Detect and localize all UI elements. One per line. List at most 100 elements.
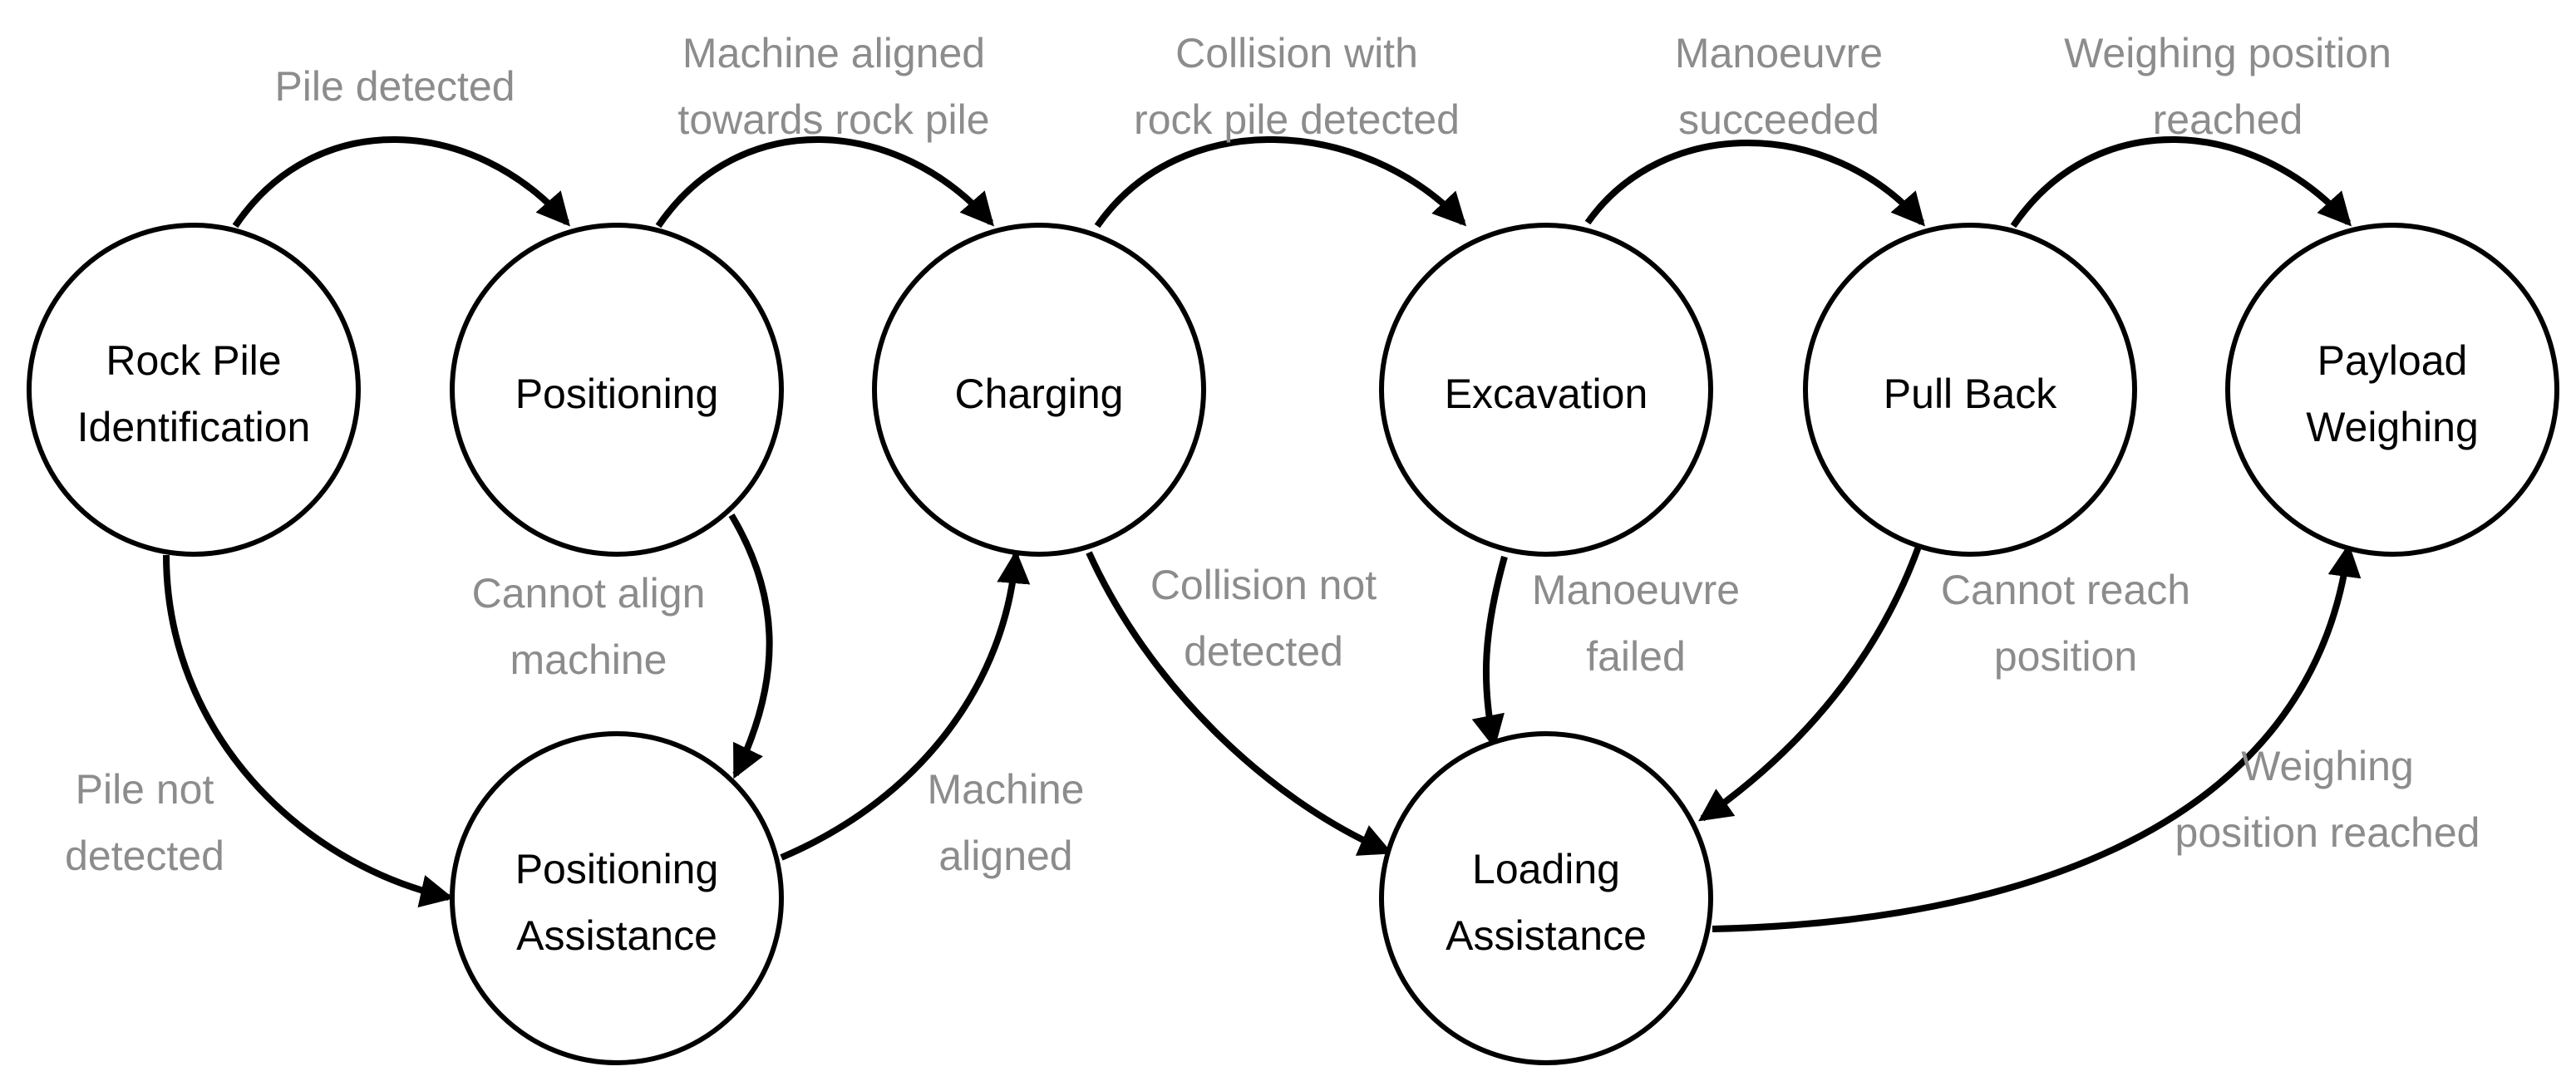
transition-label: Cannot reach: [1941, 567, 2190, 613]
transition-label: Pile not: [76, 766, 214, 813]
transition-label: towards rock pile: [677, 96, 989, 143]
svg-text:Machine: Machine: [928, 766, 1085, 813]
label-weighing-position-reached-bottom: Weighing position reached: [2175, 743, 2480, 856]
svg-text:towards rock pile: towards rock pile: [677, 96, 989, 143]
svg-text:Assistance: Assistance: [516, 912, 717, 959]
transition-label: reached: [2153, 96, 2303, 143]
transition-label: Pile detected: [274, 63, 515, 110]
svg-text:Loading: Loading: [1472, 846, 1620, 892]
state-label: Loading: [1472, 846, 1620, 892]
svg-text:succeeded: succeeded: [1678, 96, 1879, 143]
edge-weighing-position-reached-bottom: [1712, 543, 2362, 932]
svg-text:Cannot reach: Cannot reach: [1941, 567, 2190, 613]
transition-label: Machine: [928, 766, 1085, 813]
edge-pile-detected: [232, 136, 570, 229]
state-label: Charging: [955, 371, 1124, 417]
transition-label: Manoeuvre: [1675, 30, 1883, 76]
edge-manoeuvre-succeeded: [1584, 140, 1925, 227]
svg-text:Weighing: Weighing: [2306, 404, 2479, 450]
state-label: Positioning: [515, 371, 719, 417]
label-manoeuvre-succeeded: Manoeuvre succeeded: [1675, 30, 1883, 143]
label-cannot-reach-position: Cannot reach position: [1941, 567, 2190, 680]
transition-label: Manoeuvre: [1532, 567, 1740, 613]
transition-label: position: [1994, 633, 2137, 680]
edge-manoeuvre-failed: [1471, 555, 1508, 749]
svg-text:Cannot align: Cannot align: [472, 570, 706, 617]
label-collision-not-detected: Collision not detected: [1150, 562, 1377, 675]
state-positioning-assistance: Positioning Assistance: [450, 731, 784, 1065]
svg-text:failed: failed: [1586, 633, 1686, 680]
transition-label: position reached: [2175, 809, 2480, 856]
svg-text:Charging: Charging: [955, 371, 1124, 417]
state-loading-assistance: Loading Assistance: [1379, 731, 1713, 1065]
label-cannot-align-machine: Cannot align machine: [472, 570, 706, 683]
transition-label: machine: [510, 636, 667, 683]
state-label: Identification: [77, 404, 311, 450]
transition-label: Weighing: [2241, 743, 2414, 789]
edge-weighing-position-reached-top: [2010, 136, 2352, 229]
state-rock-pile-identification: Rock Pile Identification: [27, 223, 361, 557]
svg-text:machine: machine: [510, 636, 667, 683]
svg-text:Assistance: Assistance: [1446, 912, 1647, 959]
edge-collision-not-detected: [1086, 551, 1393, 856]
transition-label: succeeded: [1678, 96, 1879, 143]
svg-text:reached: reached: [2153, 96, 2303, 143]
transition-label: detected: [1184, 628, 1343, 675]
transition-label: Weighing position: [2064, 30, 2391, 76]
state-positioning: Positioning: [450, 223, 784, 557]
state-label: Excavation: [1445, 371, 1648, 417]
state-label: Weighing: [2306, 404, 2479, 450]
state-label: Positioning: [515, 846, 719, 892]
label-machine-aligned-towards-rock-pile: Machine aligned towards rock pile: [677, 30, 989, 143]
svg-text:Collision with: Collision with: [1175, 30, 1418, 76]
transition-label: rock pile detected: [1134, 96, 1460, 143]
svg-text:Weighing position: Weighing position: [2064, 30, 2391, 76]
transition-label: failed: [1586, 633, 1686, 680]
svg-text:Excavation: Excavation: [1445, 371, 1648, 417]
label-pile-detected: Pile detected: [274, 63, 515, 110]
svg-text:Positioning: Positioning: [515, 846, 719, 892]
svg-text:position reached: position reached: [2175, 809, 2480, 856]
transition-label: detected: [65, 833, 224, 879]
svg-text:Pile not: Pile not: [76, 766, 214, 813]
svg-text:Weighing: Weighing: [2241, 743, 2414, 789]
svg-text:Pull Back: Pull Back: [1884, 371, 2057, 417]
state-label: Assistance: [1446, 912, 1647, 959]
edge-cannot-align-machine: [728, 513, 773, 779]
svg-text:Payload: Payload: [2317, 337, 2468, 384]
label-machine-aligned: Machine aligned: [928, 766, 1085, 879]
label-pile-not-detected: Pile not detected: [65, 766, 224, 879]
svg-text:Collision not: Collision not: [1150, 562, 1377, 608]
edge-collision-with-rock-pile-detected: [1094, 136, 1467, 229]
svg-text:rock pile detected: rock pile detected: [1134, 96, 1460, 143]
svg-text:aligned: aligned: [938, 833, 1072, 879]
state-payload-weighing: Payload Weighing: [2225, 223, 2559, 557]
transition-label: Collision not: [1150, 562, 1377, 608]
state-label: Pull Back: [1884, 371, 2057, 417]
svg-text:Rock Pile: Rock Pile: [106, 337, 281, 384]
state-excavation: Excavation: [1379, 223, 1713, 557]
edge-pile-not-detected: [163, 554, 454, 908]
svg-text:position: position: [1994, 633, 2137, 680]
svg-text:Identification: Identification: [77, 404, 311, 450]
edge-cannot-reach-position: [1698, 545, 1922, 822]
transition-label: Cannot align: [472, 570, 706, 617]
svg-text:Machine aligned: Machine aligned: [682, 30, 985, 76]
svg-text:Pile detected: Pile detected: [274, 63, 515, 110]
label-manoeuvre-failed: Manoeuvre failed: [1532, 567, 1740, 680]
label-weighing-position-reached-top: Weighing position reached: [2064, 30, 2391, 143]
state-label: Payload: [2317, 337, 2468, 384]
transition-label: Machine aligned: [682, 30, 985, 76]
svg-text:detected: detected: [1184, 628, 1343, 675]
state-charging: Charging: [872, 223, 1206, 557]
label-collision-with-rock-pile-detected: Collision with rock pile detected: [1134, 30, 1460, 143]
svg-text:Positioning: Positioning: [515, 371, 719, 417]
transition-label: aligned: [938, 833, 1072, 879]
edge-machine-aligned-towards-rock-pile: [655, 136, 994, 229]
edge-machine-aligned: [780, 550, 1031, 861]
transition-label: Collision with: [1175, 30, 1418, 76]
svg-text:Manoeuvre: Manoeuvre: [1675, 30, 1883, 76]
state-label: Rock Pile: [106, 337, 281, 384]
svg-text:detected: detected: [65, 833, 224, 879]
